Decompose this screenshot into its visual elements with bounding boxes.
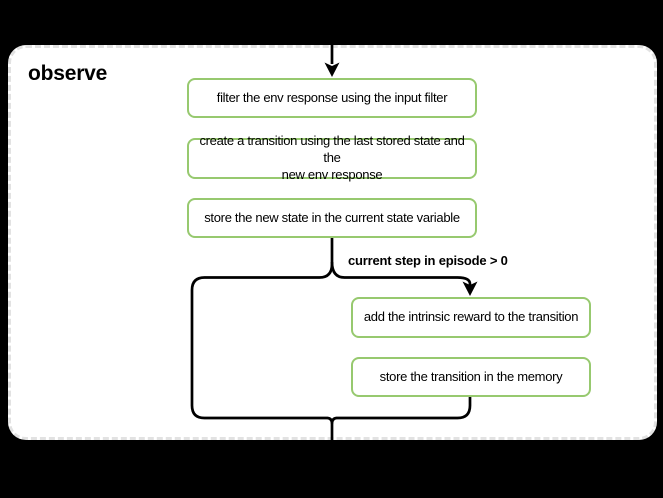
node-add-intrinsic-reward: add the intrinsic reward to the transiti… [351, 297, 591, 338]
node-label: store the transition in the memory [379, 368, 563, 384]
node-label: create a transition using the last store… [199, 133, 465, 182]
condition-label: current step in episode > 0 [348, 253, 508, 268]
node-filter-env-response: filter the env response using the input … [187, 78, 477, 118]
node-store-new-state: store the new state in the current state… [187, 198, 477, 238]
node-label: add the intrinsic reward to the transiti… [363, 309, 579, 325]
node-label: filter the env response using the input … [216, 89, 448, 105]
node-create-transition: create a transition using the last store… [187, 133, 477, 182]
node-store-transition-memory: store the transition in the memory [351, 357, 591, 397]
node-label: store the new state in the current state… [204, 209, 460, 225]
diagram-title: observe [28, 62, 108, 85]
